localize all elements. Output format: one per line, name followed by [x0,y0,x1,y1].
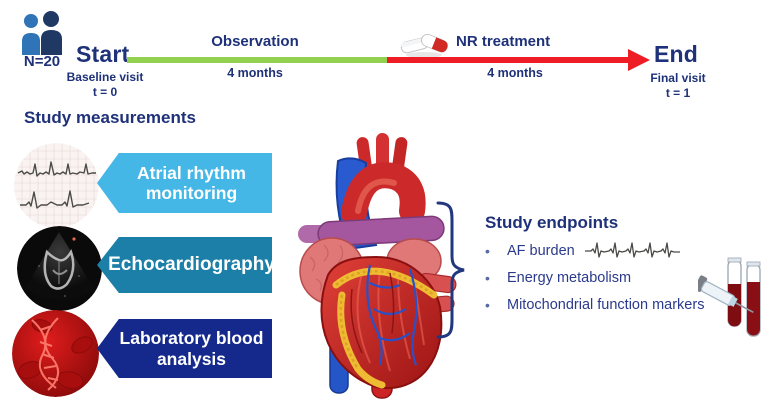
t0-label: t = 0 [92,85,118,99]
ecg-trace-icon [584,241,689,261]
endpoint-item-af-burden: • AF burden [485,241,689,261]
start-subtitle: Baseline visit t = 0 [55,70,155,100]
end-label: End [654,41,699,67]
endpoint-label: Energy metabolism [507,270,632,286]
observation-label: Observation [211,33,299,50]
blood-tubes-syringe-icon [698,256,766,348]
measurement-box-echocardiography: Echocardiography [97,237,272,293]
curly-brace [432,200,468,340]
bullet-icon: • [485,297,490,313]
measurement-box-atrial-rhythm: Atrial rhythm monitoring [97,153,272,213]
end-subtitle: Final visit t = 1 [628,71,728,101]
endpoints-heading: Study endpoints [485,213,619,232]
anatomical-heart-illustration [292,133,458,401]
measurement-label: Echocardiography [108,254,275,276]
observation-bar [127,57,387,63]
measurement-box-laboratory-blood: Laboratory blood analysis [97,319,272,378]
endpoint-item-mitochondrial-markers: • Mitochondrial function markers [485,297,704,313]
patients-icon [19,11,65,55]
observation-duration: 4 months [227,66,283,80]
blood-sample-image [12,310,99,397]
measurements-heading: Study measurements [24,108,196,127]
echocardiogram-image [17,226,102,311]
t1-label: t = 1 [665,86,691,100]
baseline-visit-label: Baseline visit [66,70,144,84]
ecg-strip-image [14,143,99,228]
treatment-duration: 4 months [487,66,543,80]
arrowhead-icon [628,49,650,71]
treatment-label: NR treatment [456,33,551,50]
measurement-label: Laboratory blood analysis [119,328,264,369]
endpoint-label: Mitochondrial function markers [507,297,705,313]
bullet-icon: • [485,243,490,259]
bullet-icon: • [485,270,490,286]
endpoint-label: AF burden [507,243,575,259]
start-label: Start [76,41,130,67]
pills-icon [398,27,450,59]
treatment-bar [387,57,630,63]
final-visit-label: Final visit [650,71,706,85]
endpoint-item-energy-metabolism: • Energy metabolism [485,270,631,286]
measurement-label: Atrial rhythm monitoring [137,162,246,203]
cohort-size-label: N=20 [23,53,61,70]
